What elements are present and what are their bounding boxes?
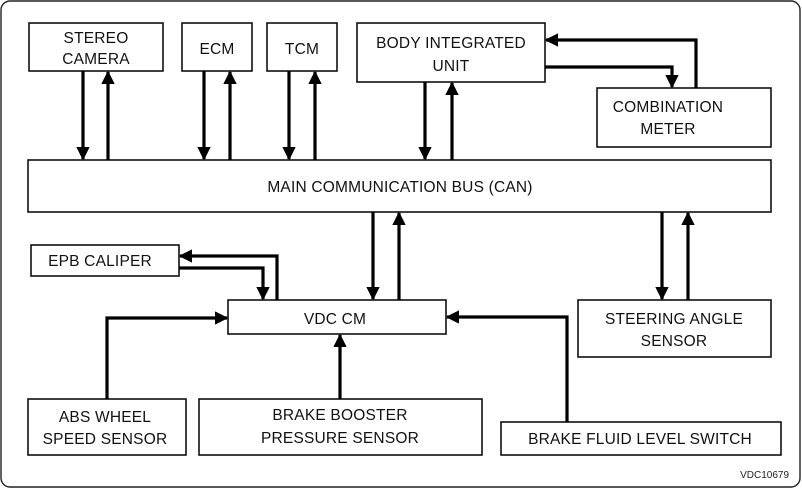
node-tcm: TCM xyxy=(266,22,338,72)
node-vdc-cm: VDC CM xyxy=(227,299,447,335)
arrow-combination-meter-to-body-unit xyxy=(544,33,698,88)
body-integrated-unit-label-line2: UNIT xyxy=(433,58,470,75)
connection-arrows xyxy=(76,33,698,422)
brake-booster-pressure-sensor-label-line2: PRESSURE SENSOR xyxy=(261,430,419,447)
node-combination-meter: COMBINATION METER xyxy=(596,87,772,148)
steering-angle-sensor-label-line1: STEERING ANGLE xyxy=(605,311,743,328)
node-steering-angle-sensor: STEERING ANGLE SENSOR xyxy=(577,299,772,358)
ecm-label: ECM xyxy=(199,41,234,58)
node-main-communication-bus: MAIN COMMUNICATION BUS (CAN) xyxy=(27,159,772,213)
node-brake-booster-pressure-sensor: BRAKE BOOSTER PRESSURE SENSOR xyxy=(198,398,483,456)
body-integrated-unit-label-line1: BODY INTEGRATED xyxy=(376,35,526,52)
arrow-body-unit-to-combination-meter xyxy=(545,65,679,89)
combination-meter-label-line1: COMBINATION xyxy=(613,99,723,116)
node-stereo-camera: STEREO CAMERA xyxy=(28,22,164,72)
steering-angle-sensor-label-line2: SENSOR xyxy=(641,333,708,350)
node-epb-caliper: EPB CALIPER xyxy=(30,244,180,277)
stereo-camera-label-line2: CAMERA xyxy=(62,51,130,68)
arrow-abs-wheel-speed-sensor-to-vdc-cm xyxy=(105,311,229,399)
main-bus-label: MAIN COMMUNICATION BUS (CAN) xyxy=(267,179,532,196)
arrow-epb-caliper-to-vdc-cm xyxy=(179,266,270,301)
brake-booster-pressure-sensor-label-line1: BRAKE BOOSTER xyxy=(272,407,407,424)
node-brake-fluid-level-switch: BRAKE FLUID LEVEL SWITCH xyxy=(500,421,782,456)
figure-code: VDC10679 xyxy=(740,470,789,481)
stereo-camera-label-line1: STEREO xyxy=(64,30,129,47)
node-ecm: ECM xyxy=(181,22,253,72)
brake-fluid-level-switch-label: BRAKE FLUID LEVEL SWITCH xyxy=(528,431,752,448)
node-body-integrated-unit: BODY INTEGRATED UNIT xyxy=(356,22,546,83)
node-abs-wheel-speed-sensor: ABS WHEEL SPEED SENSOR xyxy=(27,398,187,456)
arrow-brake-fluid-level-switch-to-vdc-cm xyxy=(445,310,569,422)
tcm-label: TCM xyxy=(285,41,319,58)
combination-meter-label-line2: METER xyxy=(640,121,695,138)
abs-wheel-speed-sensor-label-line2: SPEED SENSOR xyxy=(43,431,168,448)
arrow-vdc-cm-to-epb-caliper xyxy=(178,249,279,300)
abs-wheel-speed-sensor-label-line1: ABS WHEEL xyxy=(59,409,151,426)
epb-caliper-label: EPB CALIPER xyxy=(48,253,152,270)
vdc-cm-label: VDC CM xyxy=(304,311,366,328)
